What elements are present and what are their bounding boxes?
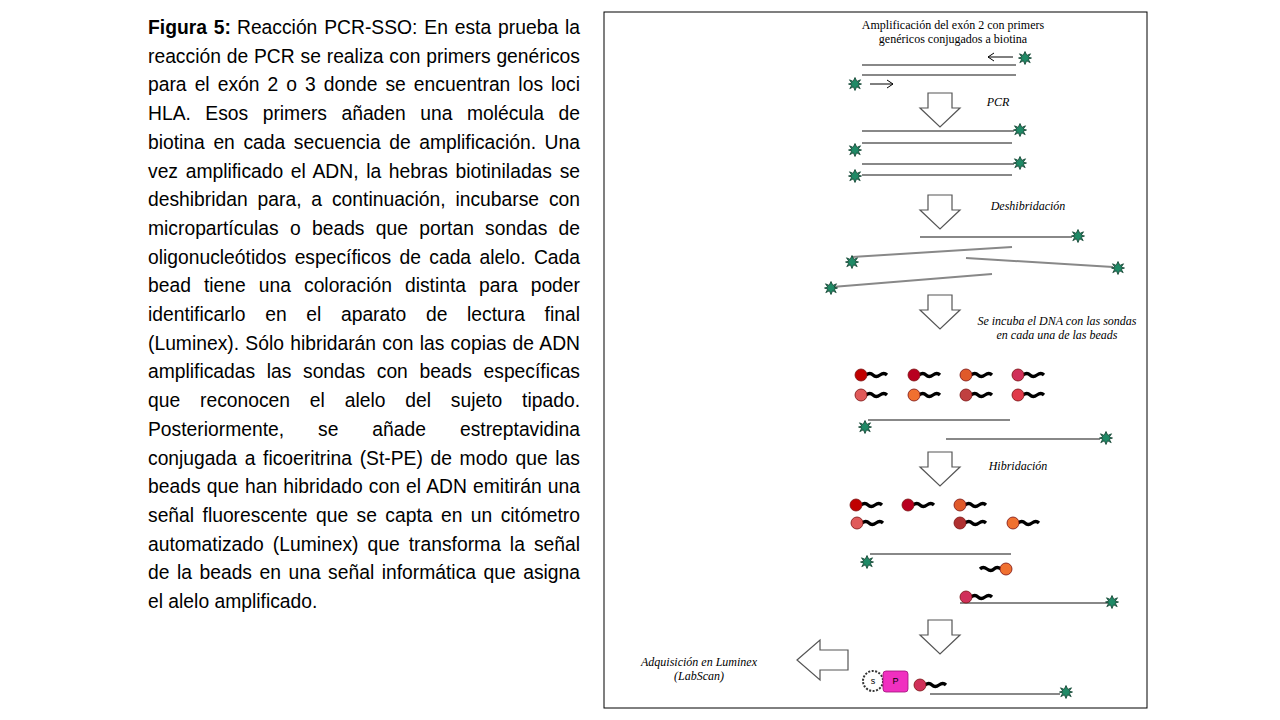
dna-strands [832,65,1113,694]
step-label: Adquisición en Luminex (LabScan) [624,655,774,683]
figure-title: Figura 5: [148,17,231,38]
step-label: Hibridación [978,459,1058,473]
figure-frame [604,12,1147,708]
step-label: Se incuba el DNA con las sondas en cada … [971,314,1143,342]
step-arrows [797,93,960,680]
figure-caption: Figura 5:Reacción PCR-SSO: En esta prueb… [148,14,580,617]
streptavidin-letter: s [868,676,878,686]
pe-letter: P [890,676,901,686]
step-title: Amplificación del exón 2 con primers gen… [838,18,1068,46]
streptavidin-pe [863,671,908,692]
biotin-marks [825,52,1125,699]
primer-arrows [870,53,1013,88]
caption-text: Reacción PCR-SSO: En esta prueba la reac… [148,17,580,612]
step-label: Deshibridación [978,199,1078,213]
beads [850,369,1044,691]
step-label: PCR [978,95,1018,109]
